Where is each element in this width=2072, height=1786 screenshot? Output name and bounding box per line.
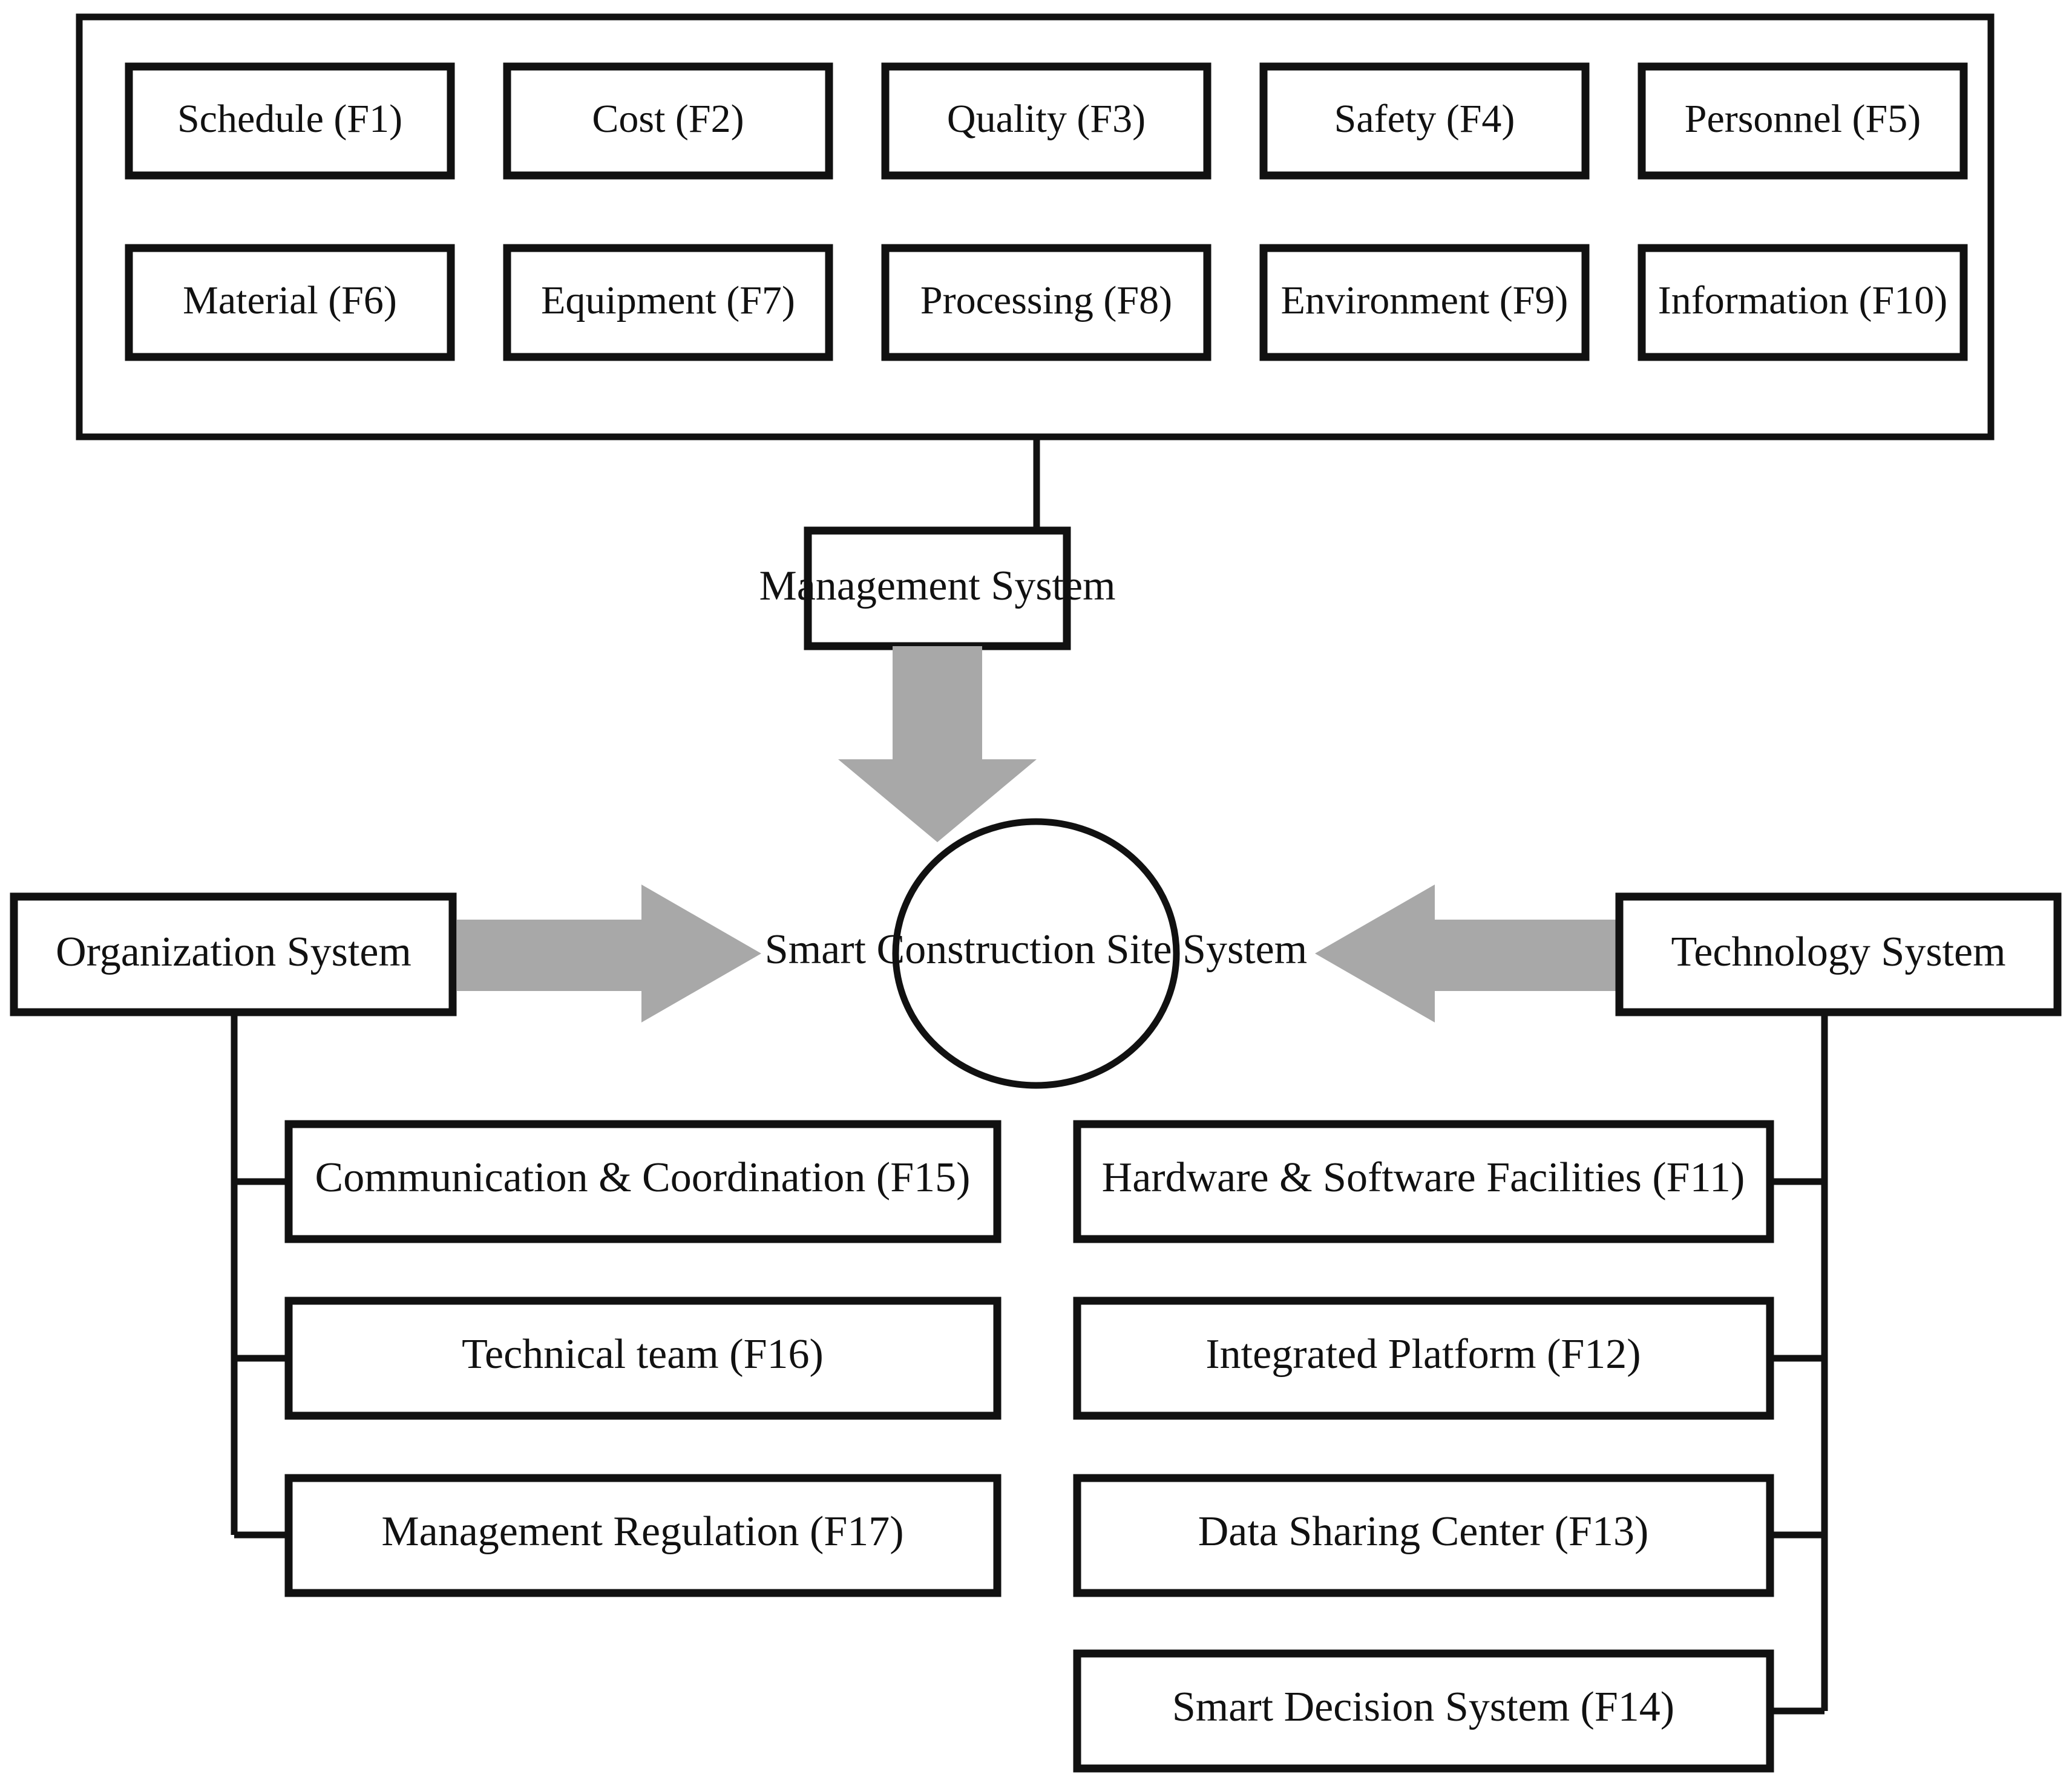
core-system-ellipse[interactable]: Smart Construction Site System <box>765 818 1307 1089</box>
factor-label-f9: Environment (F9) <box>1281 278 1569 322</box>
factor-box-f4[interactable]: Safety (F4) <box>1259 62 1590 180</box>
arrow-right-organization-to-core <box>457 885 761 1022</box>
factor-box-f12[interactable]: Integrated Platform (F12) <box>1073 1297 1774 1420</box>
factor-box-f2[interactable]: Cost (F2) <box>503 62 833 180</box>
factor-label-f6: Material (F6) <box>183 278 397 322</box>
organization-system-label: Organization System <box>56 929 411 975</box>
factor-box-f3[interactable]: Quality (F3) <box>881 62 1211 180</box>
factor-label-f4: Safety (F4) <box>1334 97 1515 141</box>
factor-label-f12: Integrated Platform (F12) <box>1205 1331 1641 1378</box>
factor-box-f13[interactable]: Data Sharing Center (F13) <box>1073 1474 1774 1597</box>
factor-label-f3: Quality (F3) <box>947 97 1146 141</box>
factor-box-f1[interactable]: Schedule (F1) <box>125 62 455 180</box>
management-system-box[interactable]: Management System <box>759 526 1116 650</box>
factor-label-f14: Smart Decision System (F14) <box>1172 1684 1674 1730</box>
factor-label-f11: Hardware & Software Facilities (F11) <box>1102 1154 1745 1201</box>
factor-box-f16[interactable]: Technical team (F16) <box>284 1297 1002 1420</box>
factor-box-f6[interactable]: Material (F6) <box>125 244 455 361</box>
factor-label-f10: Information (F10) <box>1658 278 1947 322</box>
factor-label-f8: Processing (F8) <box>920 278 1172 322</box>
technology-system-box[interactable]: Technology System <box>1615 892 2062 1016</box>
factor-box-f8[interactable]: Processing (F8) <box>881 244 1211 361</box>
management-system-label: Management System <box>759 563 1115 609</box>
factor-box-f15[interactable]: Communication & Coordination (F15) <box>284 1120 1002 1243</box>
arrow-down-management-to-core <box>838 646 1037 842</box>
arrow-left-technology-to-core <box>1315 885 1619 1022</box>
factor-label-f15: Communication & Coordination (F15) <box>315 1154 971 1201</box>
factor-box-f14[interactable]: Smart Decision System (F14) <box>1073 1649 1774 1773</box>
factor-label-f7: Equipment (F7) <box>541 278 795 322</box>
factor-label-f13: Data Sharing Center (F13) <box>1198 1508 1649 1555</box>
factor-box-f5[interactable]: Personnel (F5) <box>1638 62 1968 180</box>
technology-system-label: Technology System <box>1671 929 2005 975</box>
factor-box-f10[interactable]: Information (F10) <box>1638 244 1968 361</box>
factor-box-f7[interactable]: Equipment (F7) <box>503 244 833 361</box>
factor-label-f16: Technical team (F16) <box>462 1331 824 1378</box>
factor-label-f5: Personnel (F5) <box>1685 97 1921 141</box>
organization-system-box[interactable]: Organization System <box>10 892 457 1016</box>
factor-box-f11[interactable]: Hardware & Software Facilities (F11) <box>1073 1120 1774 1243</box>
factor-label-f1: Schedule (F1) <box>177 97 402 141</box>
factor-box-f17[interactable]: Management Regulation (F17) <box>284 1474 1002 1597</box>
factor-label-f17: Management Regulation (F17) <box>381 1508 903 1555</box>
factor-box-f9[interactable]: Environment (F9) <box>1259 244 1590 361</box>
core-system-label: Smart Construction Site System <box>765 926 1307 973</box>
factor-label-f2: Cost (F2) <box>592 97 744 141</box>
